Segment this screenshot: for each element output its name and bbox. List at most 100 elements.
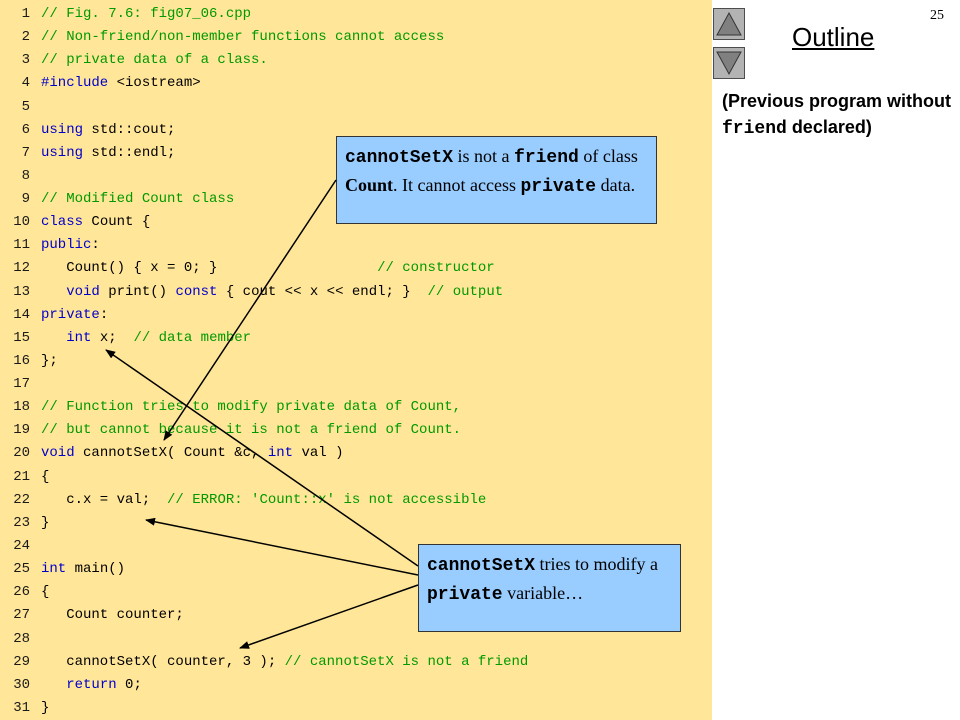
callout-text: . It cannot access — [393, 175, 521, 195]
code-line: 23} — [0, 512, 49, 535]
line-number: 9 — [21, 191, 30, 208]
code-text: void cannotSetX( Count &c, int val ) — [41, 445, 344, 462]
code-line: 2// Non-friend/non-member functions cann… — [0, 26, 445, 49]
code-text: // but cannot because it is not a friend… — [41, 422, 462, 439]
code-text: } — [41, 514, 50, 531]
code-line: 27 Count counter; — [0, 604, 184, 627]
arrow-to-data-member — [105, 349, 419, 567]
code-line: 21 { — [0, 466, 49, 489]
callout-text: is not a — [453, 146, 515, 166]
code-text: int main() — [41, 561, 126, 578]
code-line: 8 — [0, 165, 41, 188]
code-line: 28 — [0, 628, 41, 651]
line-number: 18 — [13, 399, 30, 416]
line-number: 29 — [13, 653, 30, 670]
line-number: 23 — [13, 514, 30, 531]
line-number: 12 — [13, 260, 30, 277]
code-text: }; — [41, 352, 58, 369]
triangle-down-icon — [716, 51, 742, 76]
callout-term: cannotSetX — [345, 148, 454, 168]
code-text: // private data of a class. — [41, 52, 268, 69]
line-number: 13 — [13, 283, 30, 300]
line-number: 1 — [21, 6, 30, 22]
code-text: public: — [41, 237, 100, 254]
code-line: 16}; — [0, 350, 58, 373]
code-text: Count() { x = 0; } // constructor — [41, 260, 495, 277]
code-text: #include <iostream> — [41, 75, 201, 92]
line-number: 30 — [13, 676, 30, 693]
code-text: class Count { — [41, 214, 151, 231]
line-number: 7 — [21, 144, 30, 161]
callout-term: private — [520, 177, 597, 197]
code-text: void print() const { cout << x << endl; … — [66, 283, 504, 300]
line-number: 25 — [13, 561, 30, 578]
line-number: 21 — [13, 468, 30, 485]
code-text: // Modified Count class — [41, 191, 235, 208]
code-line: 15 int x; // data member — [0, 327, 251, 350]
code-text: return 0; — [66, 676, 142, 693]
nav-down-button[interactable] — [713, 47, 745, 79]
arrow-to-call-site — [239, 584, 419, 649]
code-text: private: — [41, 306, 109, 323]
code-line: 4 #include <iostream> — [0, 72, 201, 95]
callout-text: tries to modify a — [535, 554, 659, 574]
code-line: 10 class Count { — [0, 211, 150, 234]
line-number: 27 — [13, 607, 30, 624]
line-number: 19 — [13, 422, 30, 439]
callout-text: data. — [596, 175, 636, 195]
callout-not-friend: cannotSetX is not a friend of class Coun… — [336, 136, 657, 224]
line-number: 14 — [13, 306, 30, 323]
outline-title[interactable]: Outline — [792, 22, 875, 52]
code-text: // Function tries to modify private data… — [41, 399, 462, 416]
code-line: 14 private: — [0, 304, 108, 327]
line-number: 11 — [13, 237, 30, 254]
code-line: 19 // but cannot because it is not a frie… — [0, 419, 461, 442]
arrow-to-assignment — [145, 517, 419, 576]
line-number: 3 — [21, 52, 30, 69]
line-number: 6 — [21, 121, 30, 138]
line-number: 22 — [13, 491, 30, 508]
side-note-text: (Previous program without — [722, 91, 952, 111]
line-number: 4 — [21, 75, 30, 92]
side-note-keyword: friend — [722, 119, 787, 139]
callout-tries-private: cannotSetX tries to modify a private var… — [418, 544, 681, 632]
callout-text: variable… — [502, 583, 584, 603]
slide-number: 25 — [930, 8, 944, 23]
code-line: 12 Count() { x = 0; } // constructor — [0, 257, 495, 280]
line-number: 16 — [13, 352, 30, 369]
code-line: 5 — [0, 96, 41, 119]
code-line: 17 — [0, 373, 41, 396]
code-text: int x; // data member — [66, 329, 252, 346]
code-panel: 1 // Fig. 7.6: fig07_06.cpp 2// Non-friend… — [0, 0, 712, 720]
callout-class-name: Count — [345, 175, 394, 195]
line-number: 20 — [13, 445, 30, 462]
code-line: 25 int main() — [0, 558, 125, 581]
code-text: c.x = val; // ERROR: 'Count::x' is not a… — [41, 491, 487, 508]
arrow-to-cannotsetx-definition — [163, 179, 337, 441]
side-note-text-end: declared) — [786, 117, 872, 137]
code-text: cannotSetX( counter, 3 ); // cannotSetX … — [41, 653, 529, 670]
line-number: 15 — [13, 329, 30, 346]
line-number: 17 — [13, 376, 30, 393]
code-line: 20 void cannotSetX( Count &c, int val ) — [0, 442, 343, 465]
line-number: 8 — [21, 167, 30, 184]
code-text: // Fig. 7.6: fig07_06.cpp — [41, 6, 252, 22]
code-text: Count counter; — [41, 607, 184, 624]
code-text: { — [41, 468, 50, 485]
code-line: 3 // private data of a class. — [0, 49, 268, 72]
code-text: } — [41, 699, 50, 716]
code-text: { — [41, 584, 50, 601]
line-number: 10 — [13, 214, 30, 231]
code-line: 26 { — [0, 581, 49, 604]
code-line: 13 void print() const { cout << x << end… — [0, 281, 503, 304]
line-number: 5 — [21, 98, 30, 115]
code-line: 29 cannotSetX( counter, 3 ); // cannotSe… — [0, 651, 528, 674]
triangle-up-icon — [716, 11, 742, 36]
line-number: 26 — [13, 584, 30, 601]
callout-text: of class — [578, 146, 638, 166]
code-text: // Non-friend/non-member functions canno… — [41, 29, 445, 46]
nav-up-button[interactable] — [713, 8, 745, 40]
